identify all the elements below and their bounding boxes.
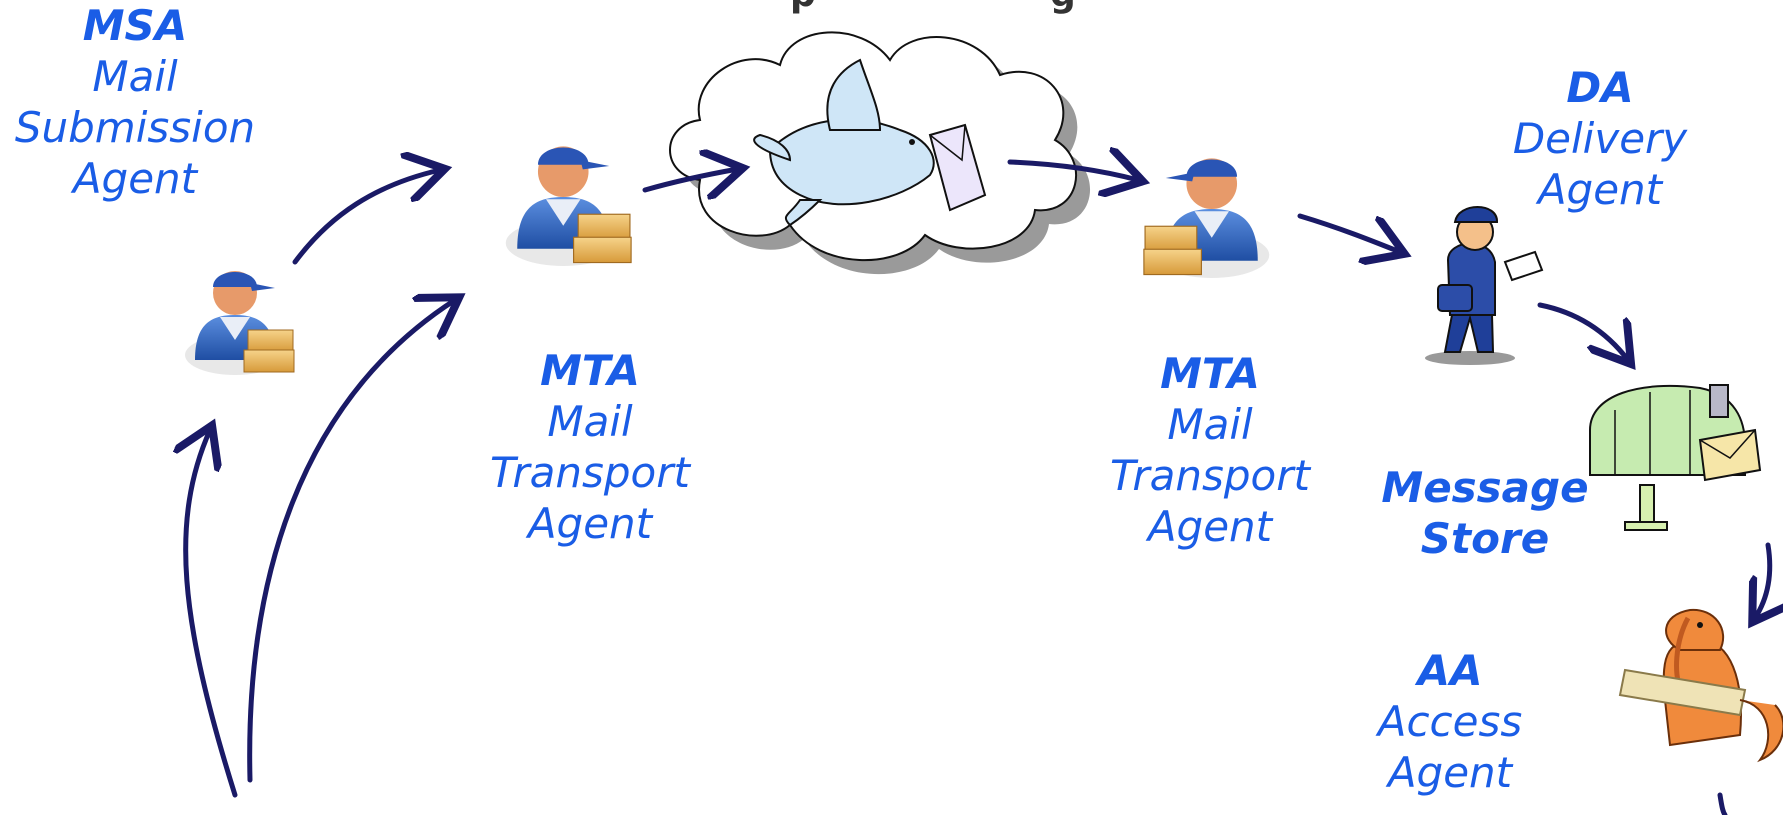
label-da-acronym: DA: [1566, 63, 1634, 112]
label-mta-right-acronym: MTA: [1160, 349, 1260, 398]
mail-worker-icon: [185, 271, 295, 375]
label-mta-right-line: Agent: [1147, 502, 1273, 551]
arrow-store-to-aa: [1755, 542, 1770, 618]
header-fragment: pg: [790, 0, 1076, 15]
label-aa-line: Agent: [1387, 748, 1513, 797]
arrow-cloud-to-mta: [1007, 162, 1138, 180]
label-mta-left: MTA Mail Transport Agent: [470, 345, 710, 549]
arrow-user-to-msa: [186, 430, 238, 798]
arrow-mta-to-da: [1297, 213, 1400, 252]
dove-with-letter-icon: [753, 58, 987, 227]
mail-worker-icon: [1143, 158, 1270, 278]
label-mta-right: MTA Mail Transport Agent: [1090, 348, 1330, 552]
label-aa-line: Access: [1377, 697, 1523, 746]
label-message-store-line: Store: [1420, 514, 1550, 563]
label-msa-acronym: MSA: [82, 1, 188, 50]
label-msa: MSA Mail Submission Agent: [0, 0, 270, 204]
dog-with-newspaper-icon: [1618, 608, 1783, 763]
label-msa-line: Mail: [92, 52, 178, 101]
label-message-store: Message Store: [1365, 462, 1605, 564]
label-da: DA Delivery Agent: [1490, 62, 1710, 215]
arrow-mta-to-cloud: [642, 169, 738, 190]
mailbox-icon: [1589, 384, 1762, 531]
label-message-store-line: Message: [1381, 463, 1589, 512]
label-msa-line: Agent: [72, 154, 198, 203]
label-da-line: Delivery: [1512, 114, 1688, 163]
mailman-icon: [1425, 206, 1544, 365]
arrow-msa-to-mta: [292, 170, 440, 265]
label-mta-left-line: Mail: [547, 397, 633, 446]
flow-arrows: [186, 162, 1770, 815]
label-da-line: Agent: [1537, 165, 1663, 214]
arrow-user-to-mta: [247, 300, 455, 783]
label-mta-left-line: Transport: [490, 448, 690, 497]
arrow-aa-down: [1717, 792, 1728, 815]
label-mta-right-line: Transport: [1110, 451, 1310, 500]
mail-worker-icon: [505, 146, 632, 266]
label-mta-left-acronym: MTA: [540, 346, 640, 395]
label-mta-right-line: Mail: [1167, 400, 1253, 449]
arrow-da-to-store: [1537, 302, 1628, 360]
label-aa: AA Access Agent: [1355, 645, 1545, 798]
label-aa-acronym: AA: [1417, 646, 1483, 695]
label-msa-line: Submission: [14, 103, 256, 152]
label-mta-left-line: Agent: [527, 499, 653, 548]
